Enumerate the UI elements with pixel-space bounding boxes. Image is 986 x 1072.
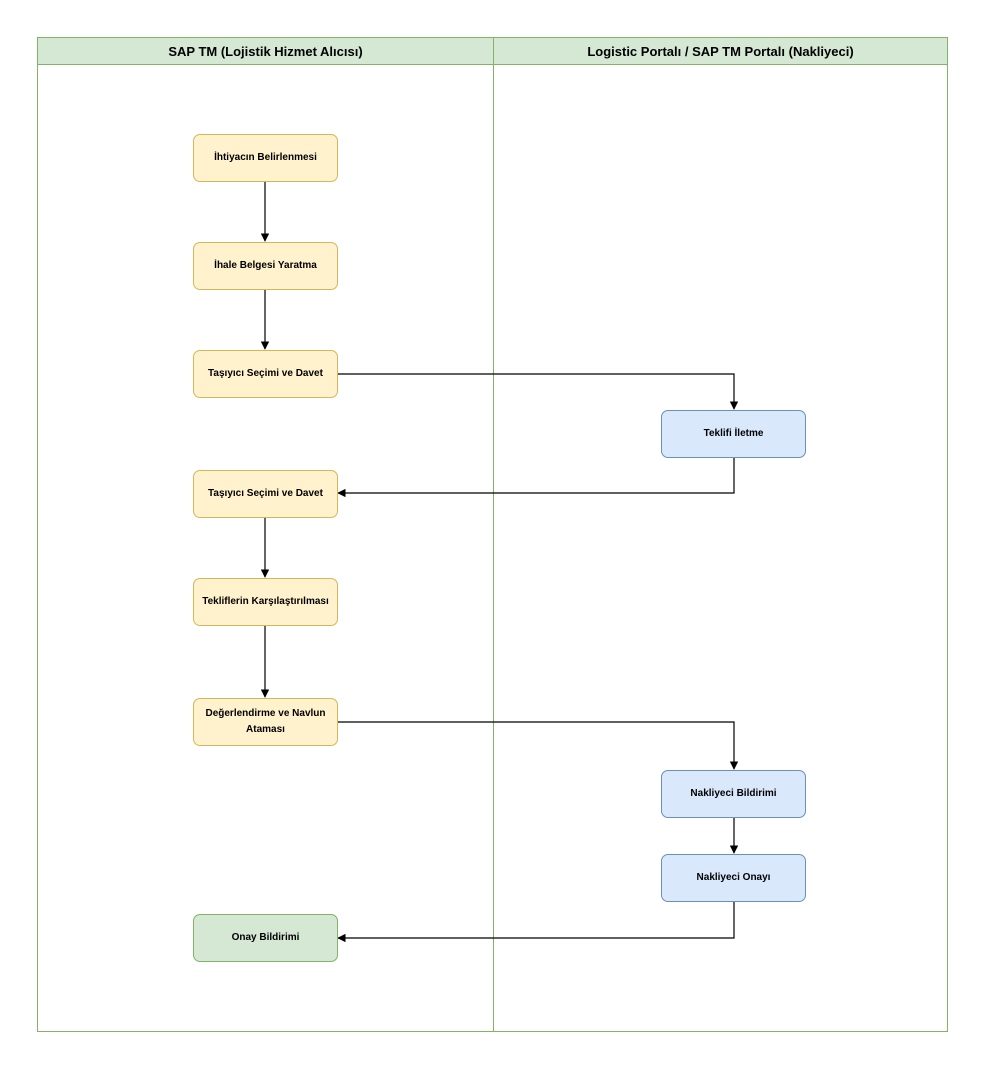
node-tasiyici-secimi-1: Taşıyıcı Seçimi ve Davet [193, 350, 338, 398]
edge-tasiyici1-to-teklif [337, 373, 739, 410]
node-ihale-belgesi-yaratma: İhale Belgesi Yaratma [193, 242, 338, 290]
node-nakliyeci-onayi: Nakliyeci Onayı [661, 854, 806, 902]
node-ihtiyacin-belirlenmesi: İhtiyacın Belirlenmesi [193, 134, 338, 182]
node-tasiyici-secimi-2: Taşıyıcı Seçimi ve Davet [193, 470, 338, 518]
lane-divider [493, 37, 494, 1032]
lane-header-buyer: SAP TM (Lojistik Hizmet Alıcısı) [37, 37, 494, 65]
node-nakliyeci-bildirimi: Nakliyeci Bildirimi [661, 770, 806, 818]
lane-header-carrier: Logistic Portalı / SAP TM Portalı (Nakli… [493, 37, 948, 65]
node-tekliflerin-karsilastirilmasi: Tekliflerin Karşılaştırılması [193, 578, 338, 626]
node-onay-bildirimi: Onay Bildirimi [193, 914, 338, 962]
edge-onayi-to-onay-bildirimi [337, 902, 735, 943]
edge-teklif-to-tasiyici2 [337, 458, 735, 498]
edge-degerlendirme-to-nakliyeci-bildirimi [337, 721, 739, 770]
node-teklifi-iletme: Teklifi İletme [661, 410, 806, 458]
node-degerlendirme-navlun: Değerlendirme ve Navlun Ataması [193, 698, 338, 746]
